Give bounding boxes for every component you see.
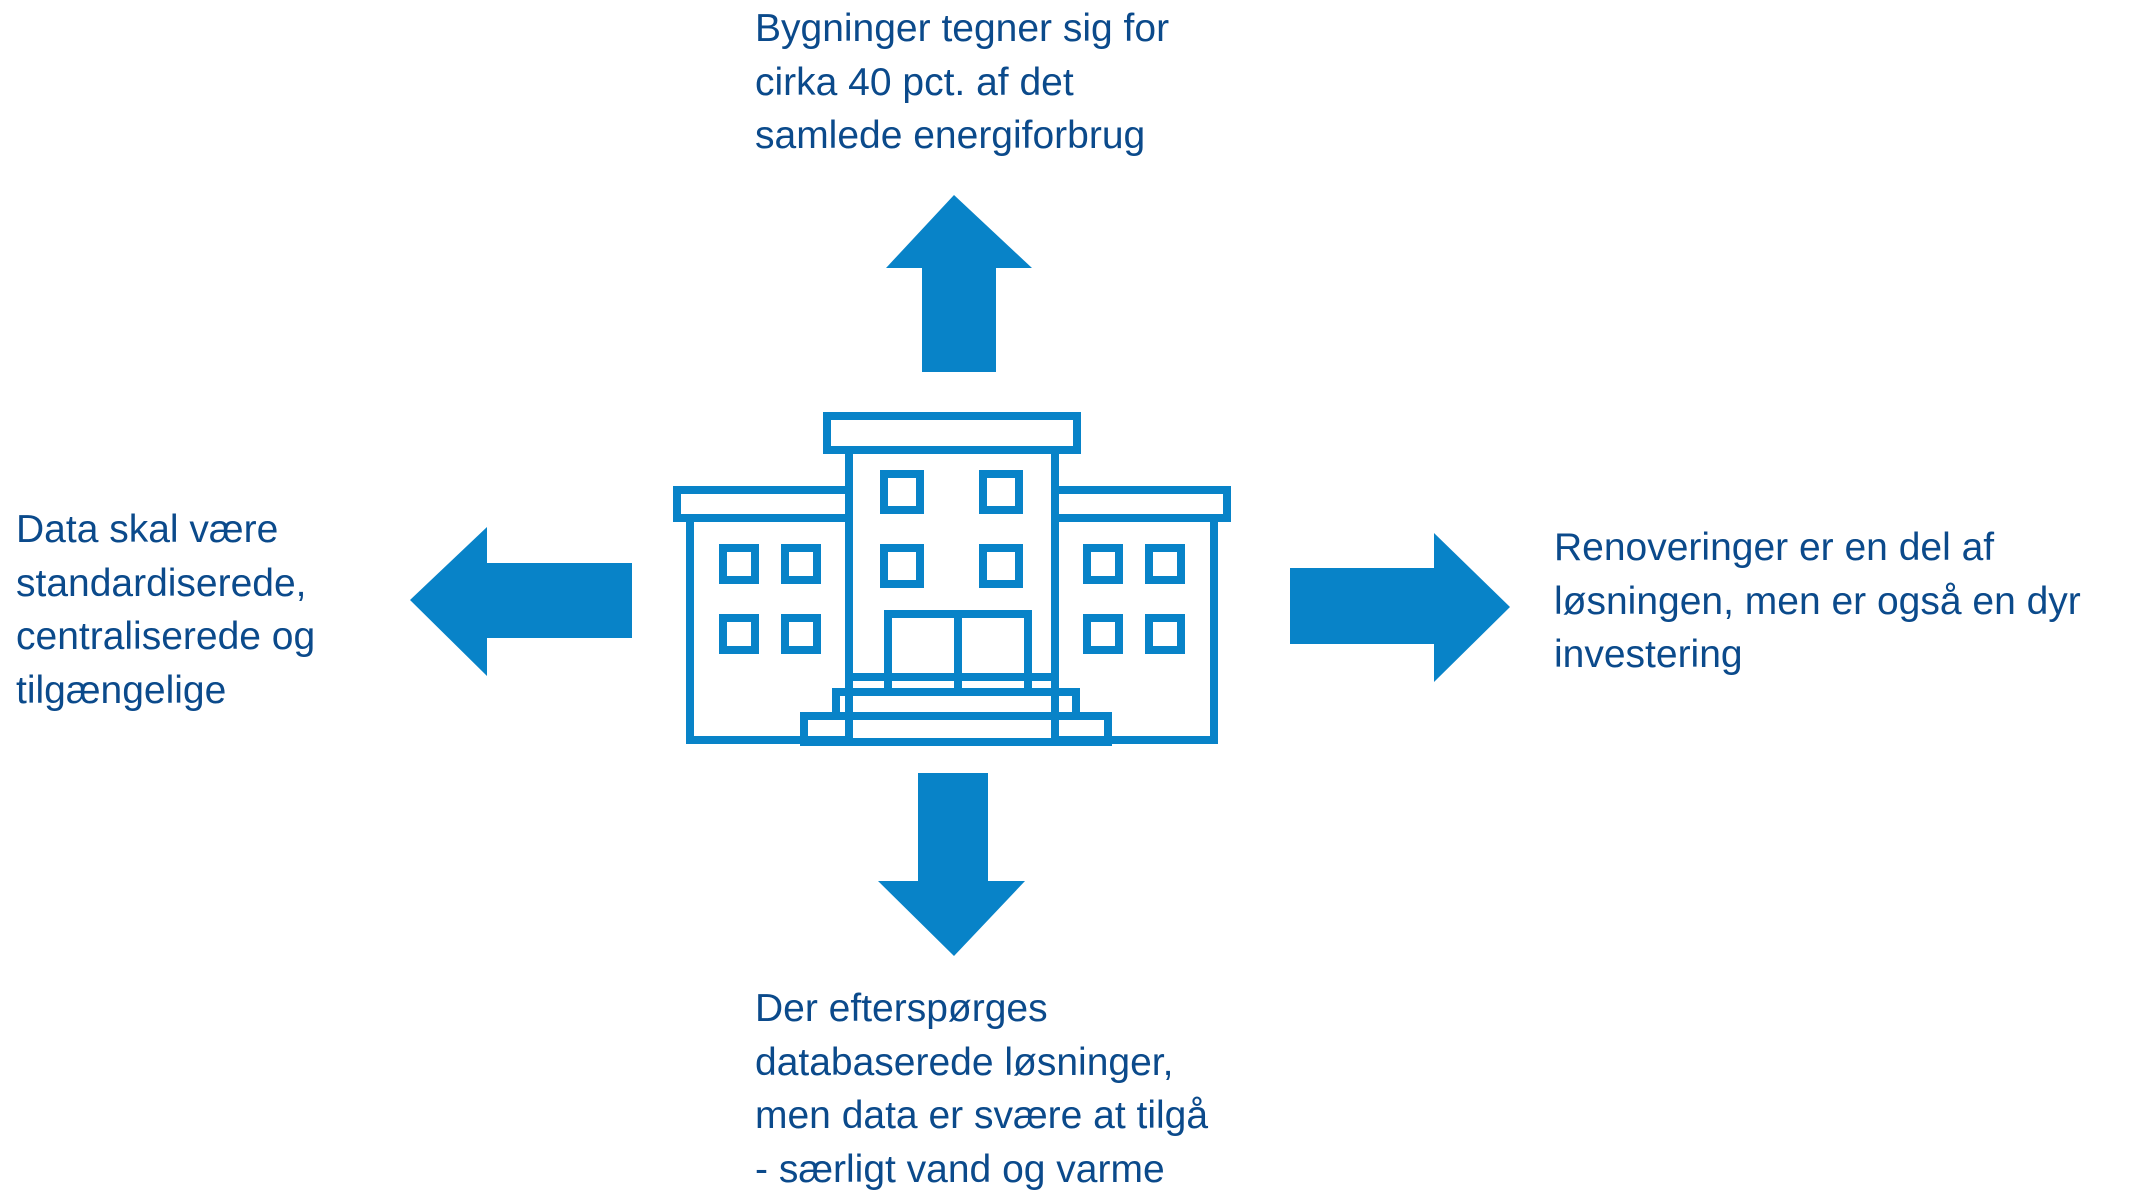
building-icon (673, 412, 1231, 746)
arrow-left (410, 527, 632, 676)
label-bottom: Der efterspørges databaserede løsninger,… (755, 987, 1209, 1191)
label-top: Bygninger tegner sig for cirka 40 pct. a… (755, 7, 1170, 157)
label-right: Renoveringer er en del af løsningen, men… (1554, 526, 2081, 676)
arrow-down (878, 773, 1025, 956)
label-left: Data skal være standardiserede, centrali… (16, 508, 316, 712)
arrow-right (1290, 533, 1510, 682)
arrow-up (886, 195, 1032, 372)
